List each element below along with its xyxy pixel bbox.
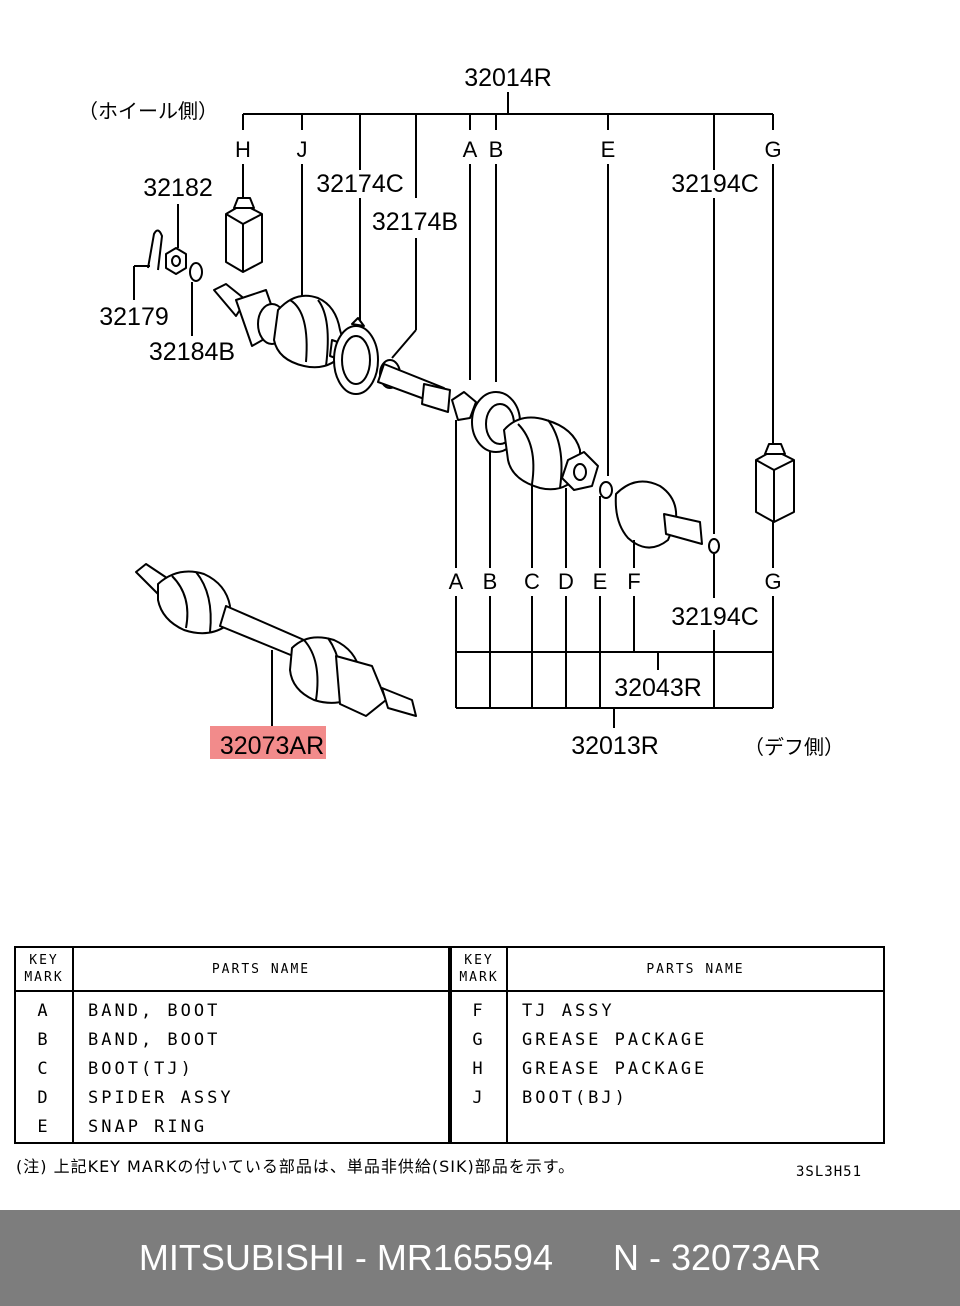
label-32013R: 32013R xyxy=(571,732,659,760)
diff-side-label: （デフ側） xyxy=(744,735,844,759)
diagram-code: 3SL3H51 xyxy=(796,1164,863,1180)
table-row-name: GREASE PACKAGE xyxy=(522,1058,708,1079)
table-row-key: C xyxy=(37,1058,51,1079)
table-row-key: G xyxy=(472,1029,486,1050)
key-mark-header-right: KEY MARK xyxy=(452,948,506,992)
table-row-name: BAND, BOOT xyxy=(88,1000,221,1021)
footnote: (注) 上記KEY MARKの付いている部品は、単品非供給(SIK)部品を示す。 xyxy=(16,1157,576,1176)
label-32073AR: 32073AR xyxy=(220,732,324,760)
table-row-key: D xyxy=(37,1087,51,1108)
table-row-name: SNAP RING xyxy=(88,1116,208,1137)
label-32184B: 32184B xyxy=(149,338,235,366)
bottom-leader-lines xyxy=(455,420,774,598)
footer-oem-number: N - 32073AR xyxy=(613,1237,822,1278)
label-32179: 32179 xyxy=(99,303,169,331)
top-letter-B: B xyxy=(489,137,504,162)
bottom-letter-C: C xyxy=(524,569,540,594)
label-32194C-bottom: 32194C xyxy=(671,603,759,631)
table-row-key: E xyxy=(37,1116,51,1137)
table-row-name: TJ ASSY xyxy=(522,1000,615,1021)
label-32174C: 32174C xyxy=(316,170,404,198)
label-32014R: 32014R xyxy=(464,64,552,92)
snap-ring-E xyxy=(599,481,613,499)
table-divider xyxy=(72,948,74,1142)
bottom-letter-A: A xyxy=(449,569,464,594)
label-32174B: 32174B xyxy=(372,208,458,236)
parts-name-header-left: PARTS NAME xyxy=(74,948,448,992)
grease-package-G xyxy=(755,443,795,523)
parts-table: KEY MARK PARTS NAME KEY MARK PARTS NAME … xyxy=(14,946,885,1144)
bottom-letter-D: D xyxy=(558,569,574,594)
bottom-letter-F: F xyxy=(627,569,640,594)
parts-name-header-right: PARTS NAME xyxy=(508,948,883,992)
table-divider xyxy=(506,948,508,1142)
bottom-letter-E: E xyxy=(593,569,608,594)
leader-lines xyxy=(133,164,774,534)
footer-spacer xyxy=(553,1237,613,1279)
table-row-key: A xyxy=(37,1000,51,1021)
footer-banner: MITSUBISHI - MR165594 N - 32073AR xyxy=(0,1210,960,1306)
wheel-side-label: （ホイール側） xyxy=(78,99,218,123)
bottom-letter-B: B xyxy=(483,569,498,594)
tj-assy-F xyxy=(614,480,703,549)
top-letter-A: A xyxy=(463,137,478,162)
grease-package-H xyxy=(225,197,263,273)
cotter-pin-32179 xyxy=(147,229,164,271)
driveshaft-exploded-diagram: 32014R （ホイール側） H J A B E G 32182 32174C … xyxy=(78,64,844,760)
label-32182: 32182 xyxy=(143,174,213,202)
label-32043R: 32043R xyxy=(614,674,702,702)
top-letter-H: H xyxy=(235,137,251,162)
label-32194C-top: 32194C xyxy=(671,170,759,198)
band-32174C xyxy=(333,317,379,395)
highlight-32073AR xyxy=(210,726,326,759)
table-row-name: BOOT(TJ) xyxy=(88,1058,194,1079)
tj-boot-C xyxy=(503,416,581,491)
nut-32182 xyxy=(165,247,187,275)
top-letter-G: G xyxy=(764,137,781,162)
top-letter-J: J xyxy=(297,137,308,162)
table-row-key: J xyxy=(472,1087,486,1108)
table-divider xyxy=(448,948,452,1142)
table-row-name: BOOT(BJ) xyxy=(522,1087,628,1108)
footer-brand-part-number: MITSUBISHI - MR165594 xyxy=(138,1237,553,1278)
table-row-key: F xyxy=(472,1000,486,1021)
shaft-splined xyxy=(377,363,451,413)
driveshaft-assembly-32073AR xyxy=(135,563,417,717)
table-row-key: H xyxy=(472,1058,486,1079)
top-letter-E: E xyxy=(601,137,616,162)
washer-32184B xyxy=(189,262,203,282)
spider-assy-D xyxy=(561,451,599,491)
bottom-letter-G: G xyxy=(764,569,781,594)
assembly-bracket-bottom xyxy=(455,596,774,728)
table-row-key: B xyxy=(37,1029,51,1050)
table-row-name: BAND, BOOT xyxy=(88,1029,221,1050)
assembly-bracket-top xyxy=(242,92,774,198)
key-mark-header-left: KEY MARK xyxy=(16,948,72,992)
table-row-name: SPIDER ASSY xyxy=(88,1087,234,1108)
circlip-32194C xyxy=(708,538,720,554)
table-row-name: GREASE PACKAGE xyxy=(522,1029,708,1050)
